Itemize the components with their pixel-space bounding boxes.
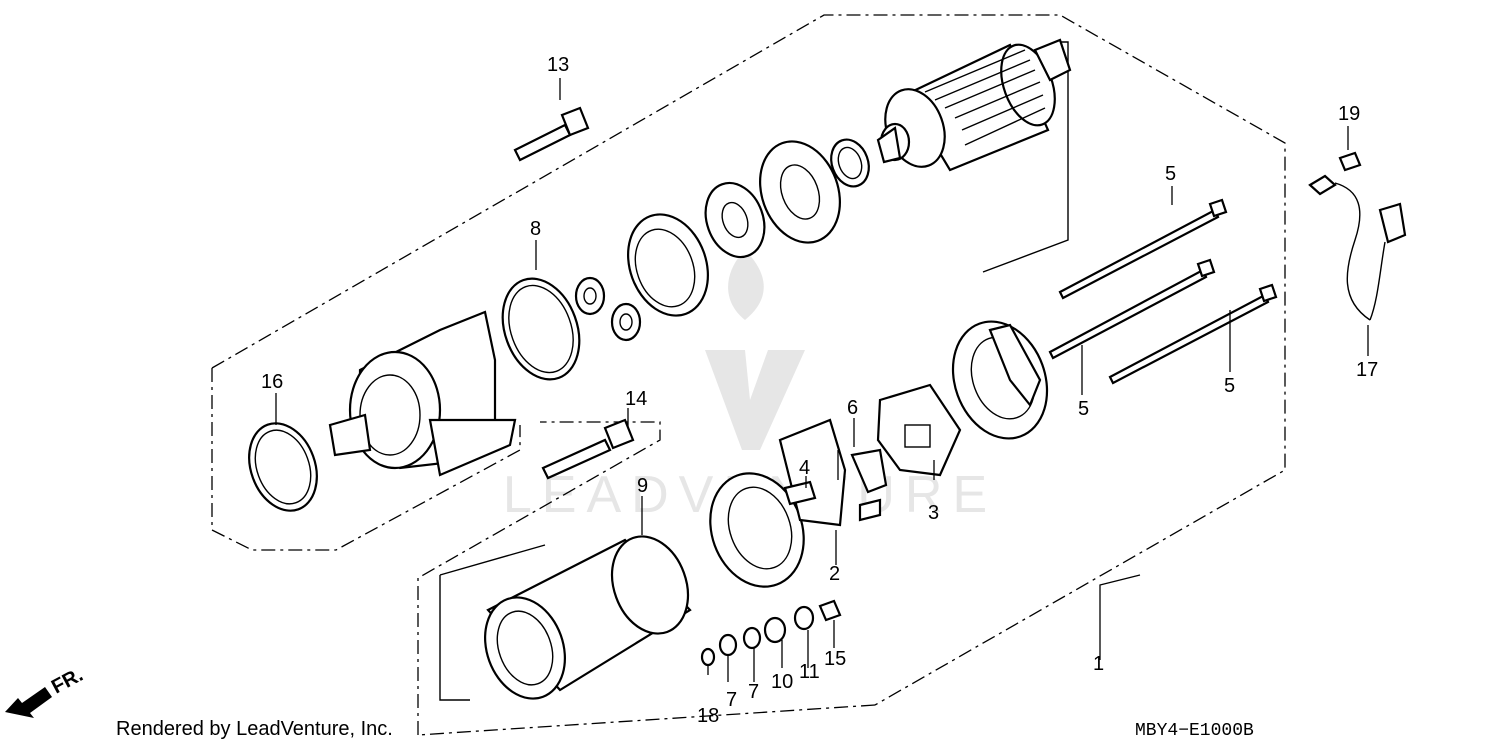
- armature: [876, 38, 1072, 172]
- o-ring-16: [248, 422, 318, 512]
- o-ring-8: [501, 277, 581, 381]
- front-housing: [328, 310, 517, 477]
- front-direction-label: FR.: [48, 664, 87, 699]
- callout-18: 17: [1356, 359, 1378, 381]
- callout-7-b: 7: [748, 681, 759, 703]
- bolt-14: [541, 418, 635, 480]
- callout-2: 2: [829, 563, 840, 585]
- callout-16: 16: [261, 371, 283, 393]
- callout-5-top: 5: [1165, 163, 1176, 185]
- callout-15: 15: [824, 648, 846, 670]
- bolt-13: [513, 106, 590, 162]
- small-washers: [700, 599, 842, 667]
- callout-5-right: 5: [1224, 375, 1235, 397]
- callout-7-a: 7: [726, 689, 737, 711]
- callout-10: 10: [771, 671, 793, 693]
- ground-cable: [1308, 151, 1407, 321]
- brush-plate: [778, 418, 882, 527]
- callout-5-mid: 5: [1078, 398, 1089, 420]
- callout-11: 11: [799, 661, 820, 683]
- brush-6: [850, 448, 888, 494]
- footer-credit: Rendered by LeadVenture, Inc.: [116, 718, 393, 740]
- callout-1: 1: [1093, 653, 1104, 675]
- planetary-gears: [574, 276, 642, 342]
- assembly-outline-upper: [211, 14, 1286, 706]
- rear-cover: [951, 320, 1049, 440]
- cover-bracket: [439, 544, 546, 701]
- callout-19: 19: [1338, 103, 1360, 125]
- o-ring-16-inner: [254, 429, 312, 505]
- diagram-code: MBY4−E1000B: [1135, 721, 1254, 741]
- leader-lines: [275, 78, 1369, 682]
- callout-4: 4: [799, 457, 810, 479]
- callout-8: 8: [530, 218, 541, 240]
- ring-gear: [627, 213, 709, 317]
- callout-3: 3: [928, 502, 939, 524]
- callout-13: 13: [547, 54, 569, 76]
- callout-17: 18: [697, 705, 719, 727]
- o-ring-8-inner: [508, 284, 574, 374]
- washer-plates: [704, 138, 870, 259]
- yoke-case: [484, 535, 692, 700]
- callout-6: 6: [847, 397, 858, 419]
- brush-plate-3: [876, 383, 962, 477]
- front-direction-arrow: FR.: [5, 664, 87, 718]
- callout-14: 14: [625, 388, 647, 410]
- assembly-outline-left: [211, 368, 521, 551]
- long-bolts: [1048, 198, 1278, 385]
- callout-9: 9: [637, 475, 648, 497]
